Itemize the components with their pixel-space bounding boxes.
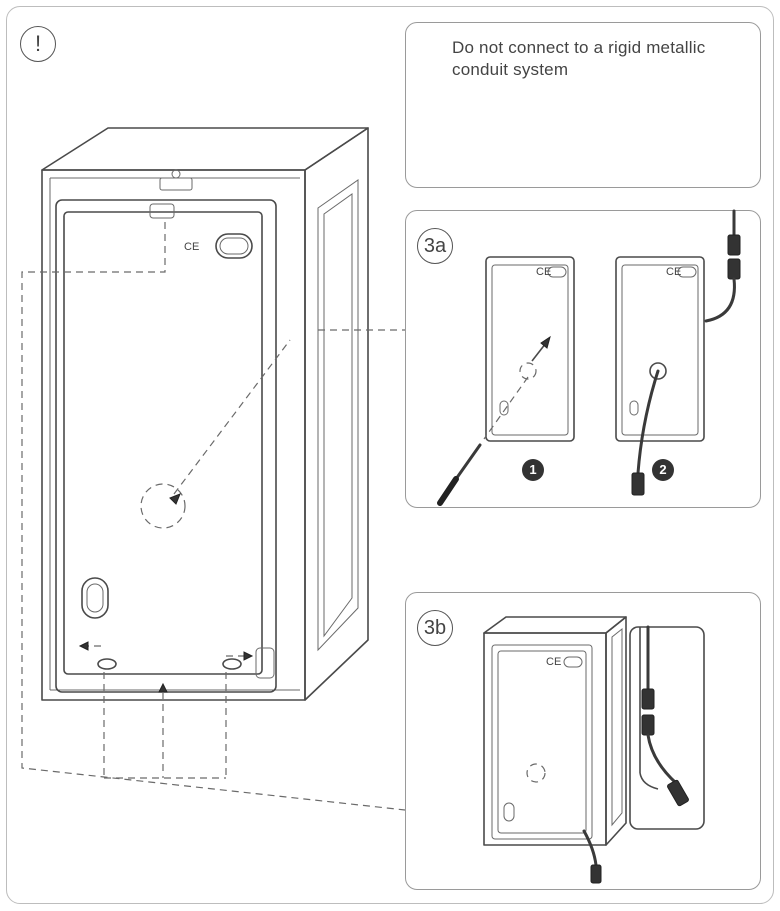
exclamation-icon: ! xyxy=(20,26,56,62)
step-3a-badge: 3a xyxy=(417,228,453,264)
small-housing-front xyxy=(483,632,607,846)
cable-through-knockout xyxy=(636,369,660,475)
svg-text:CE: CE xyxy=(546,656,561,668)
top-screw xyxy=(171,169,181,179)
plate-2 xyxy=(615,256,705,442)
sub-step-1-badge: 1 xyxy=(522,459,544,481)
ce-mark-main: CE xyxy=(184,241,199,253)
bottom-oval-knockout xyxy=(81,577,109,619)
step-3b-badge: 3b xyxy=(417,610,453,646)
mounting-plate xyxy=(55,199,277,693)
housing-side-face xyxy=(304,127,369,701)
sub-step-2-badge: 2 xyxy=(652,459,674,481)
center-knockout-leader xyxy=(173,339,291,495)
housing-top-face xyxy=(41,127,369,171)
small-housing-top xyxy=(483,616,627,634)
warning-note-text: Do not connect to a rigid metallic condu… xyxy=(452,38,706,79)
panel-step-3b: 3b CE xyxy=(405,592,761,890)
leader-to-3b xyxy=(21,222,406,811)
step-3b-illustration: CE xyxy=(483,616,705,884)
housing-side-window xyxy=(317,179,359,652)
svg-text:CE: CE xyxy=(536,266,551,278)
housing-front-face xyxy=(41,169,306,701)
detail-callout xyxy=(629,626,705,830)
panel-step-3a: 3a CE CE xyxy=(405,209,761,508)
mounting-plate-inner xyxy=(63,211,263,675)
center-knockout xyxy=(140,483,186,529)
knockout-1 xyxy=(519,362,537,380)
svg-text:CE: CE xyxy=(666,266,681,278)
top-oval-knockout xyxy=(215,233,253,259)
screwdriver xyxy=(454,443,482,481)
warning-note-box: Do not connect to a rigid metallic condu… xyxy=(405,22,761,188)
step-3a-illustration: CE CE xyxy=(437,209,741,506)
plate-1 xyxy=(485,256,575,442)
